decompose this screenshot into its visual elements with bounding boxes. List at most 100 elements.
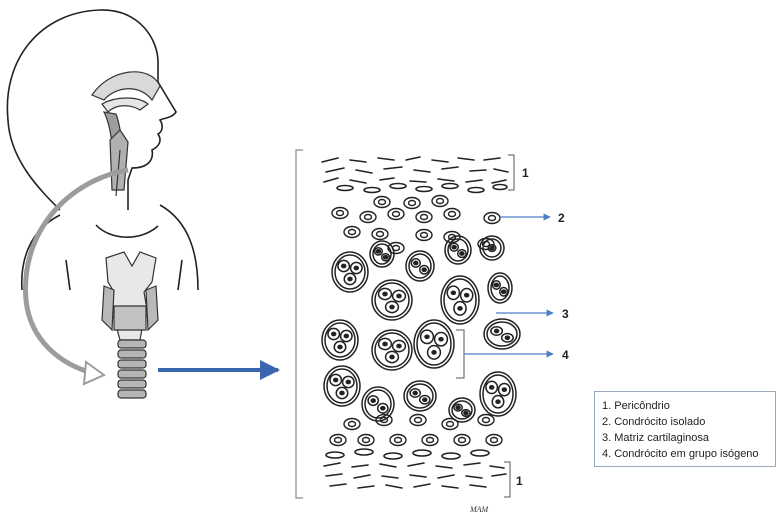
perichondrium-bottom	[324, 449, 506, 488]
chondrocyte-cell	[332, 208, 348, 219]
bracket-4	[456, 330, 464, 378]
cell-nucleus	[338, 345, 342, 348]
isogenous-cell-group	[449, 398, 475, 422]
chondrocyte-cell	[422, 435, 438, 446]
legend: 1. Pericôndrio 2. Condrócito isolado 3. …	[594, 391, 776, 467]
chondrocyte-cell	[374, 197, 390, 208]
lacuna-outline	[486, 435, 502, 446]
lacuna-outline	[390, 435, 406, 446]
group-capsule	[324, 366, 360, 406]
chondrocyte-cell	[344, 419, 360, 430]
cell-nucleus	[451, 291, 455, 294]
group-capsule	[406, 251, 434, 281]
bracket-1-bottom	[504, 462, 510, 497]
lacuna-outline	[374, 197, 390, 208]
cell-nucleus	[390, 355, 394, 358]
cell-nucleus	[495, 329, 499, 332]
isogenous-cell-group	[414, 320, 454, 368]
chondrocyte-cell	[360, 212, 376, 223]
cell-nucleus	[439, 338, 443, 341]
isogenous-cell-group	[332, 252, 368, 292]
cell-nucleus	[437, 199, 444, 204]
cell-nucleus	[449, 212, 456, 217]
cell-nucleus	[483, 418, 490, 423]
cell-nucleus	[349, 422, 356, 427]
chondrocyte-cell	[344, 227, 360, 238]
bracket-1-top	[508, 155, 514, 190]
lacuna-outline	[422, 435, 438, 446]
cell-nucleus	[348, 277, 352, 280]
isogenous-cell-group	[488, 273, 512, 303]
cell-nucleus	[365, 215, 372, 220]
lacuna-outline	[454, 435, 470, 446]
cell-nucleus	[502, 290, 506, 293]
group-capsule	[484, 319, 520, 349]
cell-nucleus	[371, 399, 375, 402]
cell-nucleus	[489, 216, 496, 221]
cell-nucleus	[414, 261, 418, 264]
chondrocyte-cell	[372, 229, 388, 240]
chondrocyte-cell	[444, 209, 460, 220]
label-1-bottom: 1	[516, 474, 523, 488]
cell-nucleus	[456, 406, 460, 409]
lacuna-outline	[444, 209, 460, 220]
label-3: 3	[562, 307, 569, 321]
cell-nucleus	[459, 438, 466, 443]
cell-nucleus	[332, 332, 336, 335]
perichondrium-top	[322, 157, 508, 193]
cell-nucleus	[490, 246, 494, 249]
group-capsule	[372, 330, 412, 370]
cell-nucleus	[342, 264, 346, 267]
isogenous-cell-group	[406, 251, 434, 281]
isogenous-cell-group	[480, 236, 504, 260]
cell-nucleus	[502, 388, 506, 391]
cell-nucleus	[423, 398, 427, 401]
cell-nucleus	[425, 335, 429, 338]
label-1-top: 1	[522, 166, 529, 180]
cell-nucleus	[409, 201, 416, 206]
cell-nucleus	[354, 266, 358, 269]
cell-nucleus	[465, 294, 469, 297]
isogenous-cell-group	[372, 330, 412, 370]
cell-nucleus	[415, 418, 422, 423]
isogenous-cell-group	[370, 241, 394, 267]
cell-nucleus	[395, 438, 402, 443]
chondrocyte-cell	[358, 435, 374, 446]
chondrocyte-cell	[416, 230, 432, 241]
cell-nucleus	[384, 256, 388, 259]
lacuna-outline	[330, 435, 346, 446]
chondrocyte-cell	[410, 415, 426, 426]
lacuna-outline	[358, 435, 374, 446]
legend-item-perichondrium: 1. Pericôndrio	[602, 398, 775, 414]
cell-nucleus	[496, 400, 500, 403]
label-2: 2	[558, 211, 565, 225]
cell-nucleus	[334, 378, 338, 381]
lacuna-outline	[478, 415, 494, 426]
cell-nucleus	[379, 200, 386, 205]
cell-nucleus	[421, 233, 428, 238]
chondrocyte-cell	[416, 212, 432, 223]
cell-nucleus	[344, 334, 348, 337]
cell-nucleus	[340, 391, 344, 394]
cell-nucleus	[363, 438, 370, 443]
group-capsule	[332, 252, 368, 292]
cell-nucleus	[346, 380, 350, 383]
cell-nucleus	[376, 250, 380, 253]
cell-nucleus	[427, 438, 434, 443]
larynx-trachea	[102, 252, 158, 398]
group-capsule	[480, 372, 516, 416]
isogenous-cell-group	[372, 280, 412, 320]
lacuna-outline	[410, 415, 426, 426]
human-silhouette	[7, 10, 198, 290]
cell-nucleus	[464, 411, 468, 414]
cell-nucleus	[421, 215, 428, 220]
section-bracket	[296, 150, 303, 498]
cell-nucleus	[505, 336, 509, 339]
cell-nucleus	[393, 212, 400, 217]
cell-nucleus	[458, 307, 462, 310]
cell-nucleus	[413, 391, 417, 394]
cell-nucleus	[494, 283, 498, 286]
lacuna-outline	[344, 227, 360, 238]
legend-item-isolated-chondrocyte: 2. Condrócito isolado	[602, 414, 775, 430]
cell-nucleus	[397, 294, 401, 297]
